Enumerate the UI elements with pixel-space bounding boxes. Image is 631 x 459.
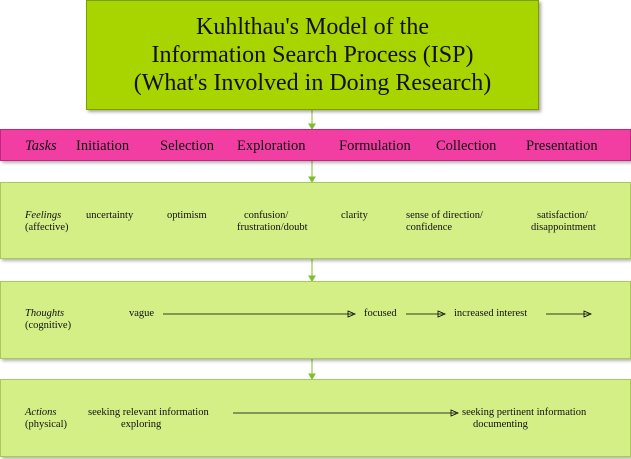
actions-label: Actions [25, 407, 57, 418]
action-seeking-relevant: seeking relevant information [88, 407, 209, 418]
thoughts-box: Thoughts (cognitive) vague focused incre… [0, 281, 631, 359]
feelings-sublabel: (affective) [25, 222, 69, 233]
actions-box: Actions (physical) seeking relevant info… [0, 379, 631, 457]
tasks-label: Tasks [25, 138, 57, 154]
feeling-clarity: clarity [341, 210, 368, 221]
action-documenting: documenting [473, 419, 528, 430]
thoughts-sublabel: (cognitive) [25, 320, 72, 331]
feeling-confidence: confidence [406, 222, 453, 233]
tasks-box: Tasks Initiation Selection Exploration F… [0, 129, 631, 161]
task-selection: Selection [160, 138, 214, 154]
feelings-label: Feelings [25, 210, 62, 221]
title-line-2: Information Search Process (ISP) [151, 42, 474, 68]
thoughts-arrows [163, 310, 593, 318]
feeling-satisfaction: satisfaction/ [537, 210, 588, 221]
task-collection: Collection [436, 138, 497, 154]
thought-focused: focused [364, 308, 397, 319]
task-initiation: Initiation [76, 138, 130, 154]
actions-sublabel: (physical) [25, 419, 67, 430]
feeling-uncertainty: uncertainty [86, 210, 134, 221]
task-exploration: Exploration [237, 138, 306, 154]
task-formulation: Formulation [339, 138, 411, 154]
feeling-frustration: frustration/doubt [237, 222, 308, 233]
action-seeking-pertinent: seeking pertinent information [462, 407, 587, 418]
title-line-3: (What's Involved in Doing Research) [133, 70, 492, 96]
action-exploring: exploring [121, 419, 162, 430]
actions-arrow [233, 409, 460, 417]
task-presentation: Presentation [526, 138, 598, 154]
thought-increased-interest: increased interest [454, 308, 528, 319]
thought-vague: vague [129, 308, 155, 319]
thoughts-label: Thoughts [25, 308, 65, 319]
feeling-disappointment: disappointment [531, 222, 596, 233]
feeling-confusion: confusion/ [244, 210, 289, 221]
title-box: Kuhlthau's Model of the Information Sear… [86, 0, 539, 110]
feelings-box: Feelings (affective) uncertainty optimis… [0, 182, 631, 259]
title-line-1: Kuhlthau's Model of the [196, 14, 429, 40]
feeling-sense-of-direction: sense of direction/ [406, 210, 483, 221]
feeling-optimism: optimism [167, 210, 207, 221]
